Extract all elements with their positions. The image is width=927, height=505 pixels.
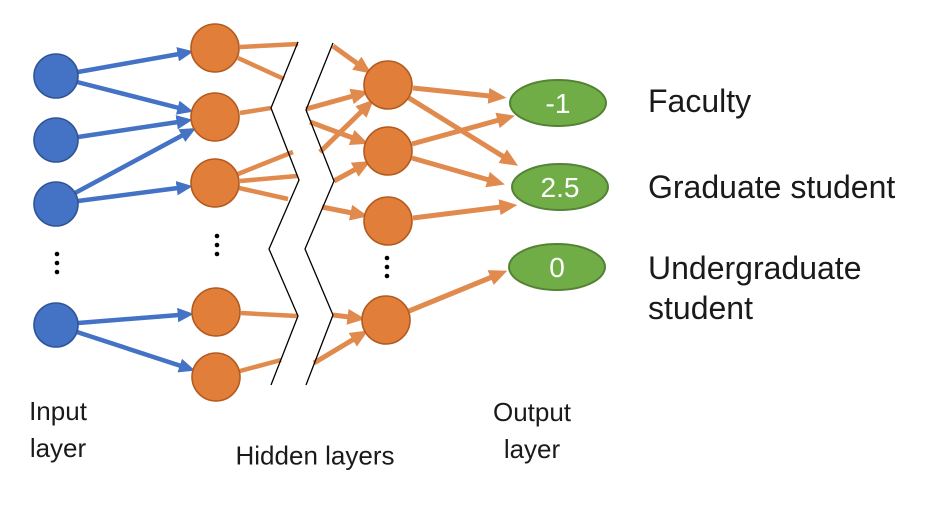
- ellipsis-dot: [214, 251, 220, 257]
- edge-arrow: [77, 307, 194, 326]
- edge-line: [238, 185, 289, 202]
- output-class-label: Faculty: [648, 83, 752, 119]
- edge-line: [239, 105, 272, 116]
- hidden-layer-2-nodes: [361, 60, 413, 345]
- ellipsis-dot: [54, 269, 60, 275]
- output-node-value: 2.5: [540, 172, 580, 203]
- edge-line: [239, 357, 282, 374]
- ellipsis-dot: [384, 273, 390, 279]
- input-to-hidden-arrows: [73, 47, 197, 373]
- edge-arrow: [412, 85, 507, 104]
- input-node: [33, 302, 79, 348]
- hidden-node: [190, 158, 240, 208]
- ellipsis-dot: [54, 251, 60, 257]
- edge-arrow: [412, 199, 518, 221]
- edge-arrow: [407, 95, 519, 166]
- break-to-hidden-arrows: [305, 43, 374, 366]
- edge-arrow: [332, 161, 371, 184]
- hidden-node: [361, 295, 411, 345]
- break-zigzag-right: [304, 42, 335, 386]
- edge-line: [239, 41, 299, 50]
- output-node-value: 0: [549, 252, 565, 283]
- edge-arrow: [77, 47, 194, 75]
- edge-arrow: [77, 181, 193, 204]
- edge-arrow: [305, 88, 369, 112]
- input-layer-caption: Input layer: [29, 396, 87, 463]
- hidden-to-break-lines: [237, 41, 299, 374]
- output-layer-caption: Output layer: [492, 397, 572, 464]
- edge-arrow: [331, 43, 372, 74]
- ellipsis-dots: [54, 233, 390, 279]
- hidden-to-output-arrows: [407, 85, 519, 314]
- edge-line: [239, 173, 298, 184]
- edge-arrow: [411, 155, 505, 188]
- hidden-node: [363, 126, 413, 176]
- layer-break-marks: [268, 41, 335, 386]
- input-node: [33, 117, 79, 163]
- edge-arrow: [408, 270, 508, 314]
- edge-arrow: [312, 330, 369, 366]
- edge-line: [240, 310, 298, 319]
- edge-arrow: [332, 308, 366, 325]
- edge-line: [237, 149, 294, 177]
- input-node: [33, 181, 79, 227]
- ellipsis-dot: [384, 255, 390, 261]
- hidden-layers-caption: Hidden layers: [235, 440, 395, 471]
- break-zigzag-left: [268, 41, 300, 386]
- output-layer-nodes: [508, 79, 609, 291]
- hidden-node: [191, 287, 241, 337]
- edge-arrow: [309, 119, 369, 145]
- hidden-node: [190, 92, 240, 142]
- output-node: [509, 79, 607, 127]
- edge-arrow: [411, 112, 515, 147]
- ellipsis-dot: [54, 260, 60, 266]
- hidden-node: [363, 60, 413, 110]
- hidden-layer-1-nodes: [190, 23, 241, 402]
- edge-arrow: [77, 115, 193, 140]
- input-layer-nodes: [33, 53, 79, 348]
- output-node-value: -1: [545, 88, 571, 119]
- edge-arrow: [76, 329, 196, 373]
- ellipsis-dot: [214, 233, 220, 239]
- edge-arrow: [321, 204, 369, 221]
- ellipsis-dot: [214, 242, 220, 248]
- hidden-node: [191, 352, 241, 402]
- edge-line: [237, 55, 285, 82]
- edge-arrow: [76, 79, 194, 115]
- input-node: [33, 53, 79, 99]
- output-node: [508, 243, 606, 291]
- output-class-label: Undergraduate student: [648, 250, 862, 326]
- ellipsis-dot: [384, 264, 390, 270]
- output-node: [511, 163, 609, 211]
- output-class-label: Graduate student: [648, 169, 896, 205]
- edge-arrow: [73, 127, 197, 195]
- hidden-node: [363, 196, 413, 246]
- hidden-node: [190, 23, 240, 73]
